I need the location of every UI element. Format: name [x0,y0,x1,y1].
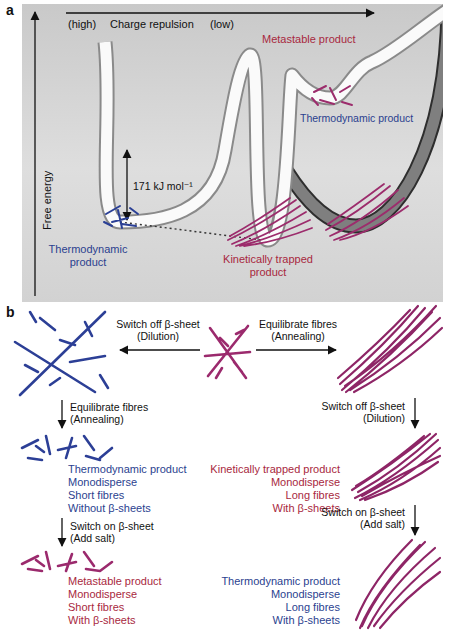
product-description: Kinetically trapped product [210,463,340,476]
product-description: Thermodynamic product [68,463,187,476]
fibre-cluster [104,206,138,228]
axis-end-label: (low) [210,18,234,31]
product-description: Monodisperse [271,476,340,489]
energy-value: 171 kJ mol⁻¹ [133,180,193,192]
fibre-cluster [22,436,112,460]
energy-gap-arrow [126,150,127,220]
landscape-ribbon [105,10,443,240]
product-description: Short fibres [68,601,124,614]
state-label: Thermodynamic product [300,112,413,124]
process-arrow [61,518,62,546]
panel-letter: b [6,304,15,320]
axis-arrow [66,12,374,13]
fibre-cluster [15,312,108,395]
product-description: Long fibres [286,601,340,614]
energy-landscape-panel: (high) Charge repulsion (low) Free energy Me… [22,4,443,302]
fibre-bundle [352,434,440,500]
process-arrow [120,349,200,350]
panel-letter: a [6,2,14,18]
fibre-bundle [228,198,312,246]
state-label: Kinetically trapped product [219,253,318,278]
process-arrow [256,349,336,350]
process-arrow [414,398,415,428]
step-label: Equilibrate fibres (Annealing) [70,401,170,425]
axis-end-label: (high) [68,18,96,31]
fibre-bundle [356,540,440,628]
product-description: Long fibres [286,489,340,502]
axis-title: Free energy [42,170,55,229]
fibre-cluster [22,552,112,571]
axis-title: Charge repulsion [110,18,194,31]
landscape-ribbon-edge [105,10,443,240]
product-description: With β-sheets [273,614,340,627]
product-description: Monodisperse [271,588,340,601]
step-label: Switch on β-sheet (Add salt) [70,520,168,544]
process-arrow [414,505,415,535]
step-label: Equilibrate fibres (Annealing) [248,318,348,342]
fibre-cluster [312,86,352,105]
step-label: Switch off β-sheet (Dilution) [309,400,405,424]
fibre-bundle [338,306,442,392]
product-description: With β-sheets [68,614,135,627]
product-description: Monodisperse [68,476,137,489]
state-label: Thermodynamic product [44,243,133,268]
product-description: Short fibres [68,489,124,502]
step-label: Switch on β-sheet (Add salt) [307,506,405,530]
product-description: Monodisperse [68,588,137,601]
fibre-cluster [205,326,250,378]
step-label: Switch off β-sheet (Dilution) [110,318,206,342]
fibre-bundle [326,184,408,240]
axis-arrow [34,12,35,296]
process-arrow [61,400,62,428]
product-description: Metastable product [68,575,162,588]
state-label: Metastable product [262,33,356,46]
product-description: Thermodynamic product [221,575,340,588]
product-description: Without β-sheets [68,502,151,515]
